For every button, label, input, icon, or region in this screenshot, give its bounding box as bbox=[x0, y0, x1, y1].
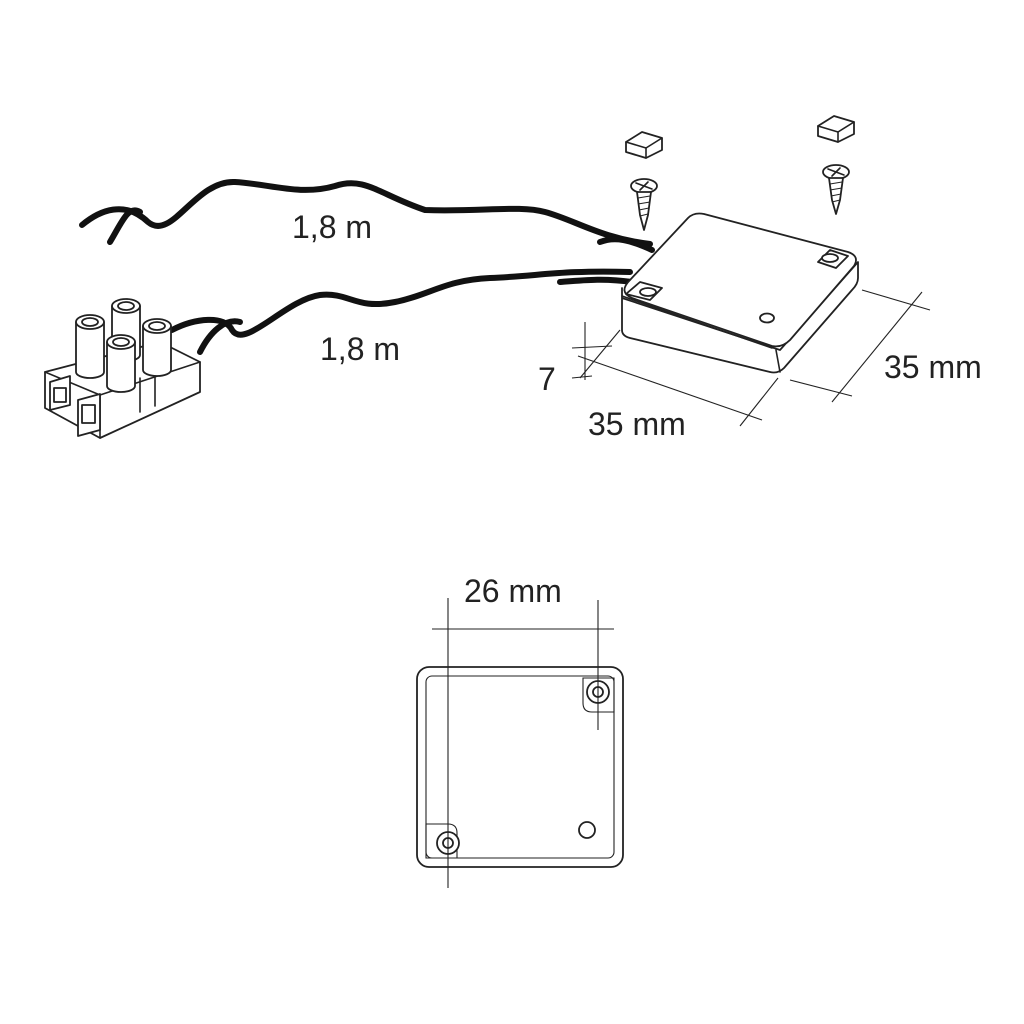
cable-bottom bbox=[169, 268, 635, 355]
cable-length-top-label: 1,8 m bbox=[292, 209, 372, 245]
mounting-hole bbox=[625, 281, 663, 301]
led-hole bbox=[578, 821, 596, 839]
depth-dimension-label: 35 mm bbox=[884, 349, 982, 385]
device-box bbox=[621, 212, 859, 374]
terminal-post bbox=[106, 334, 136, 393]
screw bbox=[822, 164, 850, 215]
screw-cap bbox=[625, 131, 663, 159]
device-top-view bbox=[416, 666, 624, 868]
led-hole bbox=[759, 312, 775, 324]
mounting-hole bbox=[817, 249, 849, 269]
screw bbox=[630, 178, 658, 231]
screw-cap bbox=[817, 115, 855, 143]
terminal-post bbox=[142, 318, 172, 377]
terminal-post bbox=[75, 314, 105, 379]
hole-spacing-label: 26 mm bbox=[464, 573, 562, 609]
dimension-lines-iso bbox=[571, 289, 931, 427]
height-dimension-label: 7 bbox=[538, 361, 556, 397]
dimension-lines-top-view bbox=[432, 598, 614, 888]
cable-top bbox=[79, 178, 655, 253]
terminal-block bbox=[44, 298, 201, 439]
width-dimension-label: 35 mm bbox=[588, 406, 686, 442]
cable-length-bottom-label: 1,8 m bbox=[320, 331, 400, 367]
